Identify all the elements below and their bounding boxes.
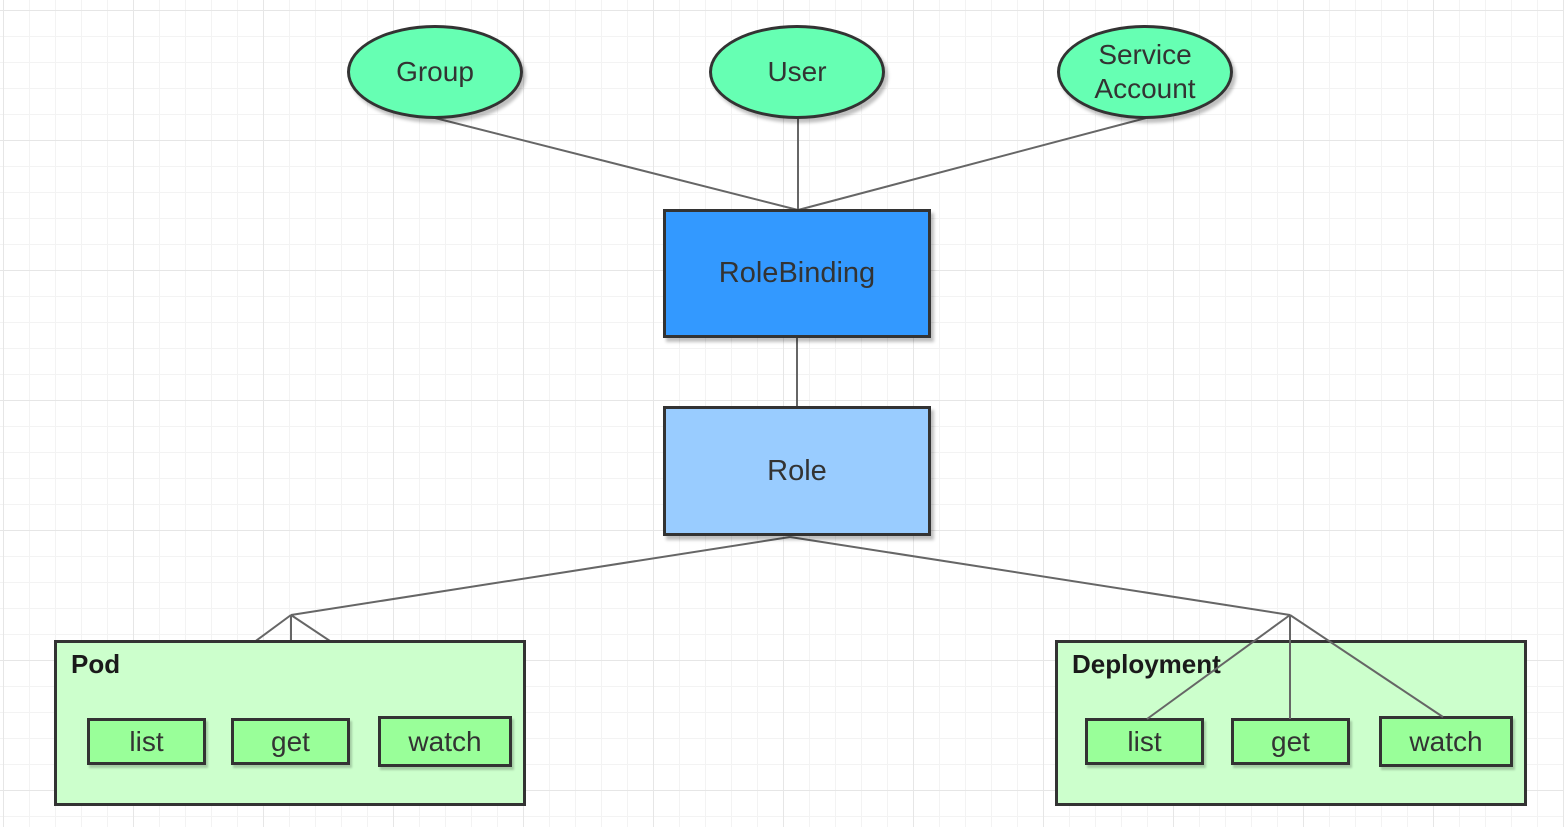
subject-service-account-label: Service Account [1094, 39, 1196, 104]
pod-verb-list-label: list [129, 725, 164, 757]
subject-user[interactable]: User [709, 25, 885, 119]
subject-user-label: User [767, 56, 827, 87]
subject-service-account[interactable]: Service Account [1057, 25, 1233, 119]
resource-deployment-title: Deployment [1072, 649, 1221, 679]
role-box[interactable]: Role [663, 406, 931, 536]
deployment-verb-watch-label: watch [1409, 725, 1483, 757]
pod-verb-watch-label: watch [408, 725, 482, 757]
pod-verb-get[interactable]: get [231, 718, 350, 765]
deployment-verb-list[interactable]: list [1085, 718, 1204, 765]
connector-deployment-watch [1289, 614, 1444, 718]
subject-group[interactable]: Group [347, 25, 523, 119]
connector-group-rolebinding [434, 117, 799, 211]
rolebinding-label: RoleBinding [718, 257, 876, 289]
pod-verb-watch[interactable]: watch [378, 716, 512, 767]
deployment-verb-get[interactable]: get [1231, 718, 1350, 765]
rolebinding-box[interactable]: RoleBinding [663, 209, 931, 338]
deployment-verb-watch[interactable]: watch [1379, 716, 1513, 767]
connector-serviceaccount-rolebinding [797, 117, 1147, 211]
pod-verb-list[interactable]: list [87, 718, 206, 765]
connector-role-deployment [789, 536, 1291, 616]
role-label: Role [767, 454, 827, 487]
resource-pod-title: Pod [71, 649, 121, 679]
deployment-verb-get-label: get [1271, 725, 1310, 757]
connector-role-pod [290, 536, 791, 616]
connector-deployment-list [1146, 614, 1291, 720]
pod-verb-get-label: get [271, 725, 310, 757]
subject-group-label: Group [396, 56, 474, 87]
deployment-verb-list-label: list [1127, 725, 1162, 757]
